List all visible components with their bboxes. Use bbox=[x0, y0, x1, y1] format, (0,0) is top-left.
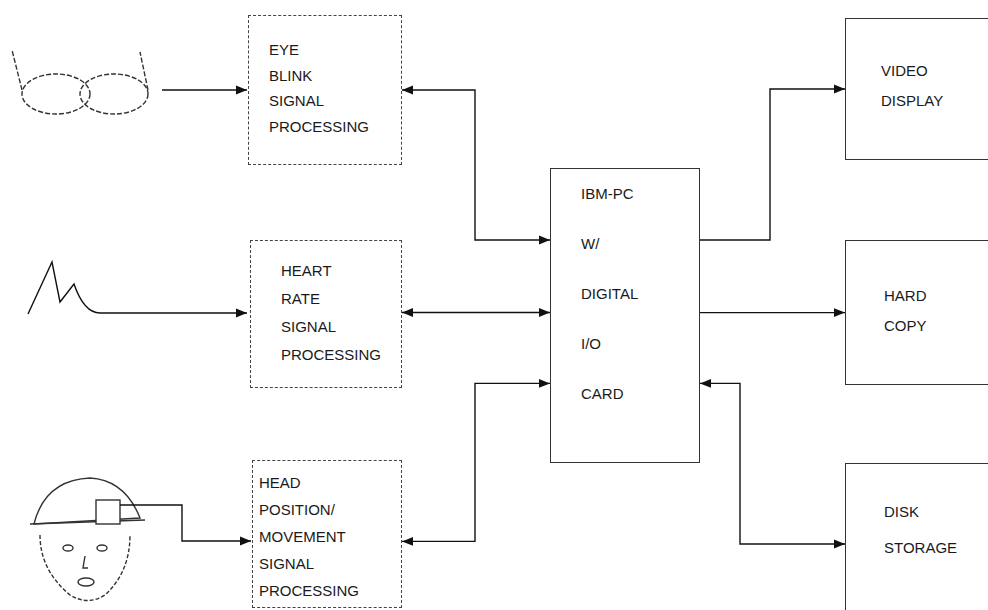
eyeglasses-icon bbox=[12, 50, 148, 114]
output-box: HARD COPY bbox=[845, 240, 988, 385]
connector bbox=[700, 89, 845, 240]
box-label: HEAD POSITION/ MOVEMENT SIGNAL PROCESSIN… bbox=[259, 469, 395, 604]
connector bbox=[402, 90, 550, 240]
head-with-helmet-sensor bbox=[30, 478, 145, 601]
box-label: DISK STORAGE bbox=[884, 494, 988, 566]
computer-box: IBM-PC W/ DIGITAL I/O CARD bbox=[550, 168, 700, 463]
processing-box: HEART RATE SIGNAL PROCESSING bbox=[250, 240, 402, 388]
sensor-lead bbox=[162, 89, 247, 90]
box-label: HARD COPY bbox=[884, 281, 988, 341]
connector bbox=[402, 312, 550, 313]
connector bbox=[700, 383, 845, 544]
sensor-lead bbox=[120, 505, 251, 541]
box-label: IBM-PC W/ DIGITAL I/O CARD bbox=[581, 169, 693, 419]
output-box: VIDEO DISPLAY bbox=[845, 18, 988, 160]
box-label: EYE BLINK SIGNAL PROCESSING bbox=[269, 37, 395, 139]
processing-box: HEAD POSITION/ MOVEMENT SIGNAL PROCESSIN… bbox=[252, 460, 402, 608]
storage-box: DISK STORAGE bbox=[845, 463, 988, 610]
connector bbox=[700, 312, 845, 313]
ecg-waveform bbox=[28, 262, 247, 314]
box-label: HEART RATE SIGNAL PROCESSING bbox=[281, 257, 395, 369]
box-label: VIDEO DISPLAY bbox=[881, 56, 988, 116]
processing-box: EYE BLINK SIGNAL PROCESSING bbox=[248, 15, 402, 165]
connector bbox=[402, 383, 550, 541]
